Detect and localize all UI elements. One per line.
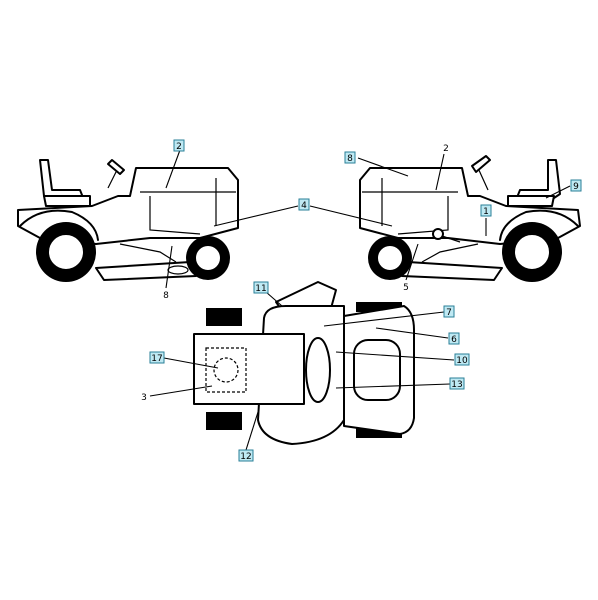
left-seat-base xyxy=(43,195,91,207)
svg-text:4: 4 xyxy=(301,201,307,211)
svg-text:7: 7 xyxy=(446,308,452,318)
callout-10: 10 xyxy=(454,353,470,366)
right-hood-panel xyxy=(397,196,449,235)
leader-11 xyxy=(265,291,283,307)
leader-4-left xyxy=(213,205,299,227)
svg-text:10: 10 xyxy=(456,356,468,366)
leader-17 xyxy=(163,357,219,369)
svg-text:17: 17 xyxy=(151,354,162,364)
top-view-tractor xyxy=(193,281,415,445)
top-front-left-tire xyxy=(356,302,402,312)
leader-3 xyxy=(149,385,213,397)
left-front-hub xyxy=(194,244,222,272)
svg-text:3: 3 xyxy=(141,393,147,403)
right-steering-column xyxy=(477,167,489,191)
callout-2-left: 2 xyxy=(173,139,185,152)
callout-17: 17 xyxy=(149,351,165,364)
right-steering-wheel xyxy=(471,155,491,173)
callout-7: 7 xyxy=(443,305,455,318)
leader-8-right xyxy=(357,157,409,177)
right-lift-lever xyxy=(441,235,461,243)
svg-text:12: 12 xyxy=(240,452,251,462)
right-lift-knob xyxy=(432,228,444,240)
right-seat-base xyxy=(507,195,555,207)
top-rear-right-tire xyxy=(206,412,242,430)
top-front-right-tire xyxy=(356,428,402,438)
left-deck-lever xyxy=(167,265,189,275)
callout-2-right: 2 xyxy=(443,144,449,154)
callout-6: 6 xyxy=(448,332,460,345)
callout-3: 3 xyxy=(141,393,147,403)
callout-1: 1 xyxy=(480,204,492,217)
callout-8-right: 8 xyxy=(344,151,356,164)
svg-text:9: 9 xyxy=(573,182,579,192)
svg-text:8: 8 xyxy=(347,154,353,164)
leader-5 xyxy=(405,243,419,281)
callouts: 2 4 8 8 2 9 1 5 11 xyxy=(141,139,582,462)
left-mower-deck xyxy=(95,261,197,281)
svg-text:2: 2 xyxy=(176,142,182,152)
callout-11: 11 xyxy=(253,281,269,294)
top-hood-window xyxy=(353,339,401,401)
leader-8-left xyxy=(165,245,173,289)
leader-2-right xyxy=(435,153,445,191)
svg-text:6: 6 xyxy=(451,335,457,345)
svg-text:11: 11 xyxy=(255,284,266,294)
leader-4-right xyxy=(309,205,393,227)
left-side-view-tractor xyxy=(17,159,239,282)
svg-text:8: 8 xyxy=(163,291,169,301)
svg-text:2: 2 xyxy=(443,144,449,154)
top-seat-area xyxy=(193,333,305,405)
leader-lines xyxy=(149,149,571,451)
left-rear-hub xyxy=(47,233,85,271)
top-seat-dashed-box xyxy=(205,347,247,393)
leader-9 xyxy=(545,185,571,199)
leader-13 xyxy=(335,383,451,389)
leader-10 xyxy=(335,351,455,361)
callout-9: 9 xyxy=(570,179,582,192)
callout-12: 12 xyxy=(238,449,254,462)
right-rear-hub xyxy=(513,233,551,271)
svg-text:1: 1 xyxy=(483,207,489,217)
left-steering-wheel xyxy=(107,159,125,175)
right-side-view-tractor xyxy=(359,155,581,282)
callout-5: 5 xyxy=(403,283,409,293)
top-seat-dashed-circle xyxy=(213,357,239,383)
top-rear-left-tire xyxy=(206,308,242,326)
right-deck-link xyxy=(421,243,479,263)
svg-text:13: 13 xyxy=(451,380,462,390)
right-front-hub xyxy=(376,244,404,272)
left-hood-panel xyxy=(149,196,201,235)
top-steering-wheel xyxy=(305,337,331,403)
leader-6 xyxy=(375,327,449,339)
leader-12 xyxy=(245,411,259,451)
svg-text:5: 5 xyxy=(403,283,409,293)
callout-8-left: 8 xyxy=(163,291,169,301)
callout-4: 4 xyxy=(298,198,310,211)
callout-13: 13 xyxy=(449,377,465,390)
right-mower-deck xyxy=(401,261,503,281)
leader-7 xyxy=(323,311,445,327)
leader-2-left xyxy=(165,149,181,189)
left-deck-link xyxy=(119,243,177,263)
